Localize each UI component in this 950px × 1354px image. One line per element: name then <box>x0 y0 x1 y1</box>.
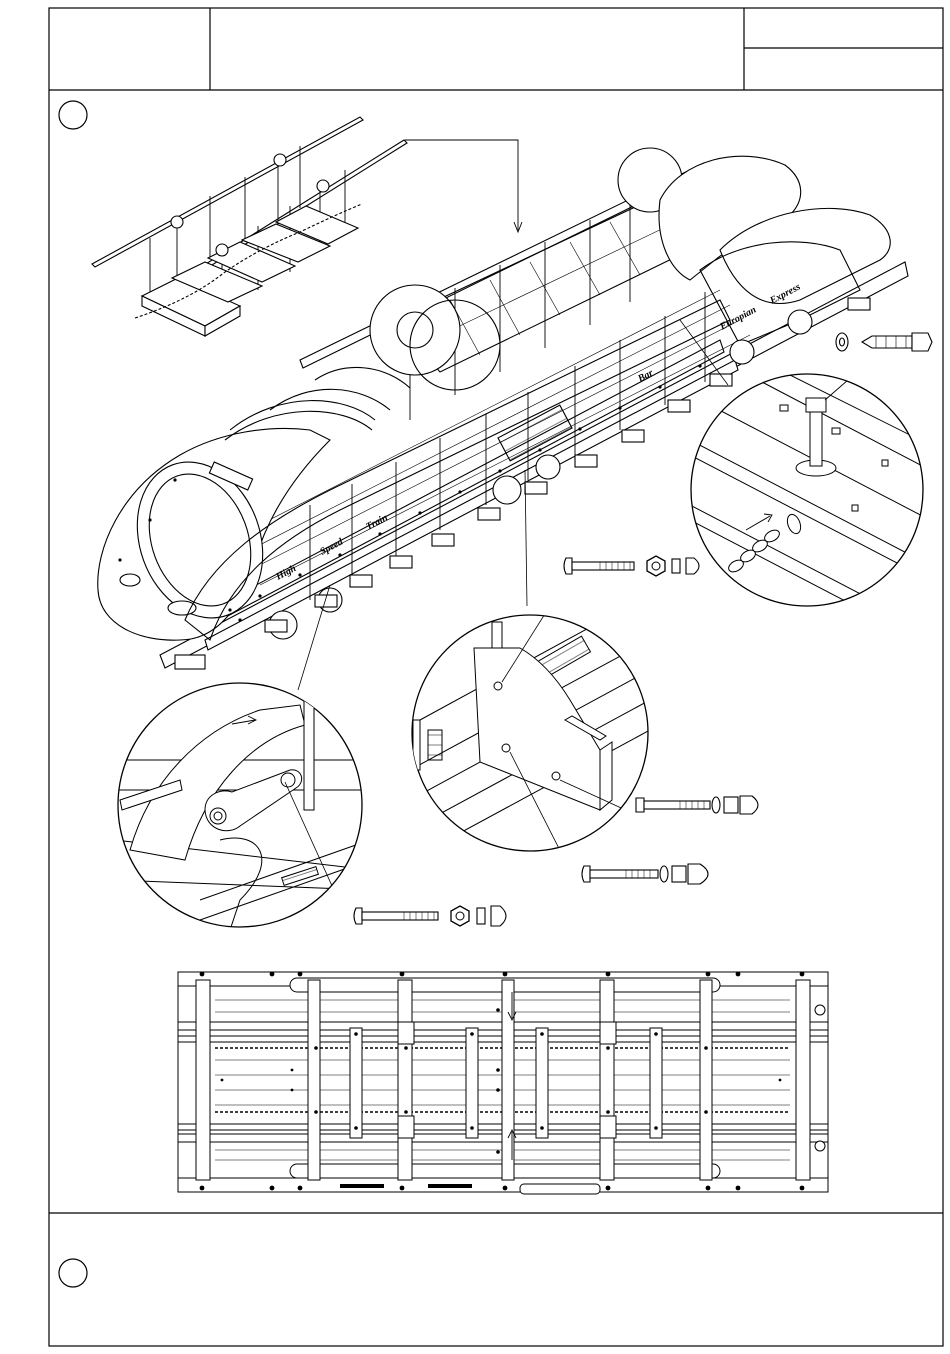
detail-callout-link-arm <box>115 683 370 930</box>
detail-callout-side-plate <box>410 590 650 880</box>
detail-callout-floor-bolt <box>690 360 930 640</box>
hardware-bolt-washer-top-right <box>836 333 932 351</box>
step-marker-2 <box>59 1259 87 1287</box>
plan-view <box>178 972 828 1194</box>
hardware-carriage-bolt-middle <box>564 556 699 576</box>
step-marker-1 <box>59 101 87 129</box>
hanging-bridge-part <box>92 117 522 336</box>
hardware-bolt-acorn-right-1 <box>636 796 758 814</box>
hardware-bolt-acorn-right-2 <box>582 864 708 884</box>
hardware-carriage-bolt-left <box>354 906 506 926</box>
